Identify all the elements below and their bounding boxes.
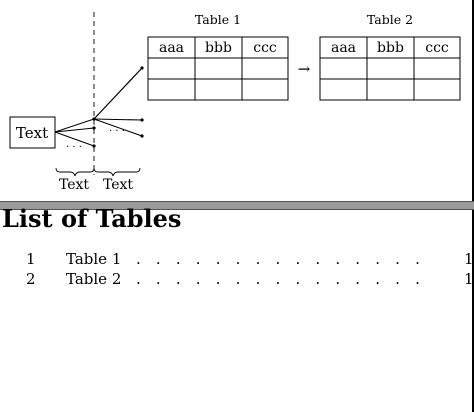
branch-line [93,118,143,121]
brace-label-right: Text [103,177,133,193]
page-one: Text · · · · · · Text Text Table 1 [0,0,474,201]
brace-left [55,167,95,177]
entry-page-number: 1 [464,250,474,268]
table-2-caption: Table 2 [367,12,413,27]
branch-line [54,131,95,147]
branch-line-to-table [93,67,143,120]
ellipsis-left: · · · [66,142,82,153]
table-2-header-cell: bbb [377,40,404,56]
entry-title: Table 2 [66,270,122,288]
page-separator [0,201,474,210]
table-1-header-cell: bbb [205,40,232,56]
ellipsis-right: · · · [109,126,125,137]
entry-leader-dots: . . . . . . . . . . . . . . . . . . . . … [136,270,436,288]
table-1-header-cell: ccc [253,40,277,56]
diagram-figure: Text · · · · · · Text Text Table 1 [9,12,461,193]
node-dot [92,126,96,130]
list-of-tables-heading: List of Tables [2,204,182,233]
source-box-label: Text [16,124,48,142]
table-1-caption: Table 1 [195,12,241,27]
branch-line [54,127,95,133]
node-dot [140,118,144,122]
page-right-border [472,210,474,412]
node-dot [140,66,144,70]
brace-right [93,167,141,177]
entry-number: 1 [26,250,36,268]
right-arrow: → [298,60,311,78]
table-2-header-cell: ccc [425,40,449,56]
table-1-header-cell: aaa [159,40,184,56]
page-right-border [472,0,474,201]
table-2: aaa bbb ccc [319,36,461,101]
table-1: aaa bbb ccc [147,36,289,101]
node-dot [140,134,144,138]
list-of-tables-entry[interactable]: 1 Table 1 . . . . . . . . . . . . . . . … [0,250,474,270]
branch-line [54,118,95,133]
entry-number: 2 [26,270,36,288]
entry-leader-dots: . . . . . . . . . . . . . . . . . . . . … [136,250,436,268]
entry-page-number: 1 [464,270,474,288]
brace-label-left: Text [59,177,89,193]
list-of-tables-entry[interactable]: 2 Table 2 . . . . . . . . . . . . . . . … [0,270,474,290]
table-2-header-cell: aaa [331,40,356,56]
entry-title: Table 1 [66,250,122,268]
node-dot [92,117,96,121]
branch-line [93,118,143,137]
page-two: List of Tables 1 Table 1 . . . . . . . .… [0,204,474,412]
node-dot [92,144,96,148]
